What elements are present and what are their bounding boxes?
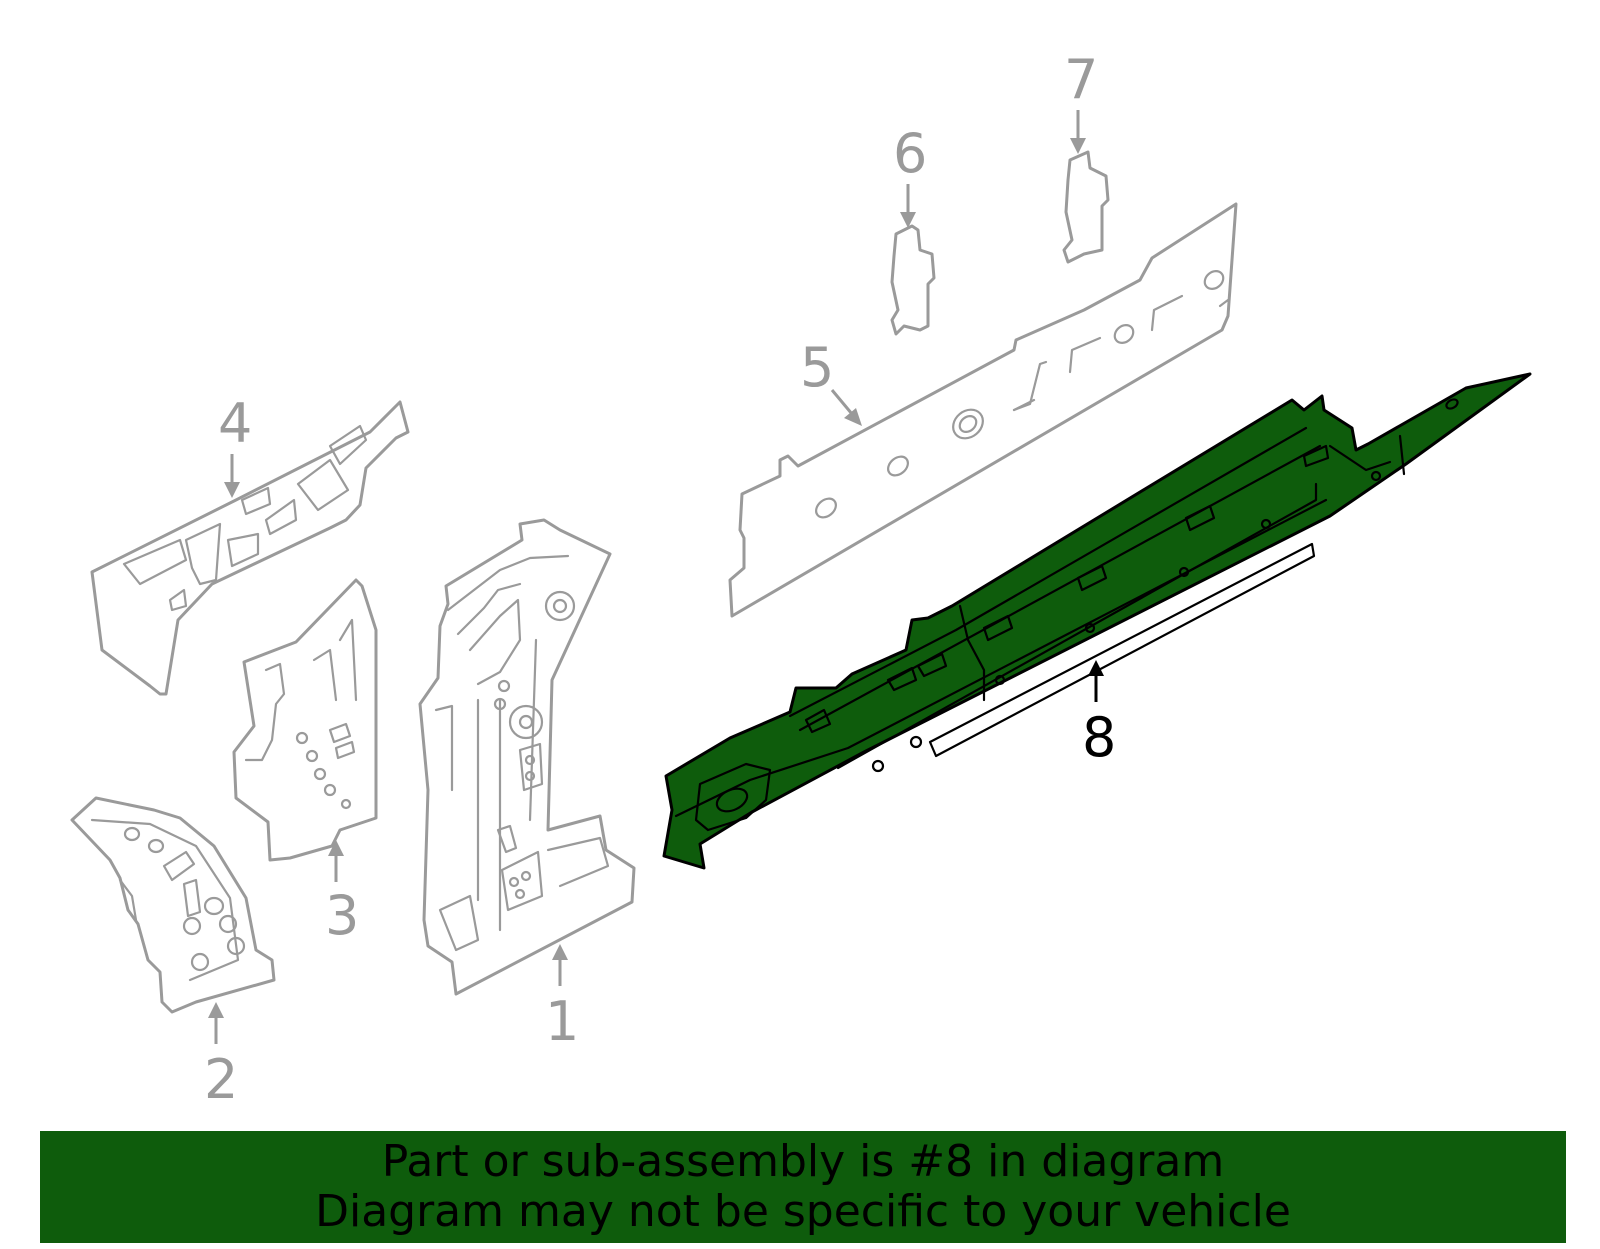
callout-3-number: 3	[325, 884, 359, 947]
callout-6[interactable]: 6	[893, 122, 927, 228]
part-5-rail[interactable]	[728, 202, 1238, 618]
part-2-bracket[interactable]	[70, 796, 276, 1014]
callout-3[interactable]: 3	[325, 840, 359, 947]
callout-4[interactable]: 4	[218, 392, 252, 498]
part-8-rocker[interactable]	[662, 372, 1532, 870]
callout-8-number: 8	[1082, 706, 1116, 769]
callout-4-number: 4	[218, 392, 252, 455]
callout-5-number: 5	[800, 336, 834, 399]
part-6-bracket[interactable]	[890, 224, 936, 336]
callout-6-number: 6	[893, 122, 927, 185]
banner-line-2: Diagram may not be specific to your vehi…	[315, 1186, 1291, 1237]
part-4-panel[interactable]	[90, 400, 410, 696]
info-banner: Part or sub-assembly is #8 in diagram Di…	[40, 1131, 1566, 1243]
part-7-bracket[interactable]	[1062, 150, 1110, 264]
callout-5[interactable]: 5	[800, 336, 862, 426]
callout-7-number: 7	[1064, 48, 1098, 111]
banner-line-1: Part or sub-assembly is #8 in diagram	[381, 1136, 1225, 1187]
callout-1-number: 1	[545, 990, 579, 1053]
part-1-pillar[interactable]	[418, 518, 636, 996]
callout-2[interactable]: 2	[204, 1002, 238, 1111]
callout-2-number: 2	[204, 1048, 238, 1111]
callout-1[interactable]: 1	[545, 944, 579, 1053]
callout-7[interactable]: 7	[1064, 48, 1098, 154]
callout-8[interactable]: 8	[1082, 660, 1116, 769]
part-3-panel[interactable]	[232, 578, 378, 862]
